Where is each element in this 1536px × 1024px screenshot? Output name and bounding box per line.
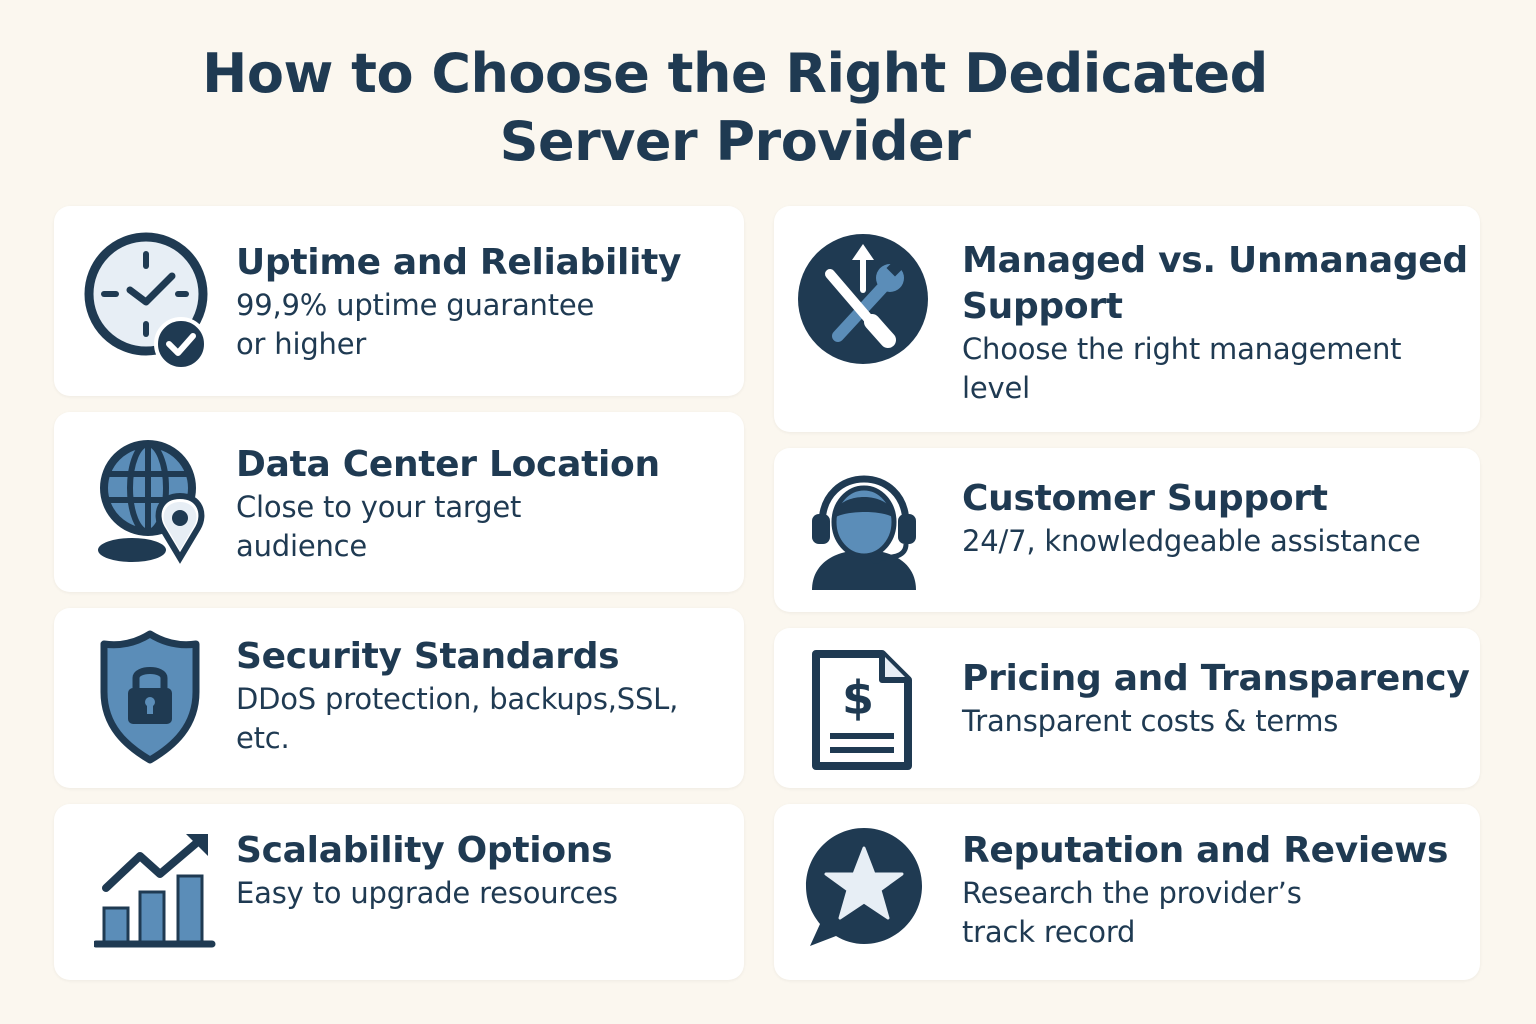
- page-title: How to Choose the Right Dedicated Server…: [0, 40, 1470, 176]
- shield-lock-icon: [98, 630, 202, 764]
- card-description: DDoS protection, backups,SSL,: [236, 682, 679, 716]
- tools-icon: [796, 232, 930, 366]
- card-heading: Uptime and Reliability: [236, 242, 682, 283]
- card-description: Transparent costs & terms: [962, 704, 1339, 738]
- card-data-center: Data Center Location Close to your targe…: [54, 412, 744, 592]
- card-description: 24/7, knowledgeable assistance: [962, 524, 1421, 558]
- card-description: audience: [236, 529, 368, 563]
- card-description: Close to your target: [236, 490, 522, 524]
- card-security: Security Standards DDoS protection, back…: [54, 608, 744, 788]
- card-heading: Scalability Options: [236, 830, 613, 871]
- svg-text:$: $: [842, 671, 874, 725]
- card-heading: Support: [962, 286, 1123, 327]
- card-heading: Pricing and Transparency: [962, 658, 1470, 699]
- card-description: level: [962, 371, 1030, 405]
- card-heading: Customer Support: [962, 478, 1328, 519]
- invoice-dollar-icon: $: [810, 648, 914, 774]
- card-description: Research the provider’s: [962, 876, 1302, 910]
- card-scalability: Scalability Options Easy to upgrade reso…: [54, 804, 744, 980]
- card-description: Easy to upgrade resources: [236, 876, 618, 910]
- card-description: etc.: [236, 721, 290, 755]
- clock-check-icon: [82, 232, 212, 372]
- title-line-2: Server Provider: [499, 110, 971, 173]
- card-heading: Reputation and Reviews: [962, 830, 1449, 871]
- card-pricing: $ Pricing and Transparency Transparent c…: [774, 628, 1480, 788]
- growth-chart-icon: [92, 830, 218, 952]
- card-heading: Security Standards: [236, 636, 620, 677]
- card-managed-support: Managed vs. Unmanaged Support Choose the…: [774, 206, 1480, 432]
- card-description: or higher: [236, 327, 367, 361]
- globe-location-icon: [94, 436, 214, 566]
- card-heading: Managed vs. Unmanaged: [962, 240, 1468, 281]
- card-customer-support: Customer Support 24/7, knowledgeable ass…: [774, 448, 1480, 612]
- card-reputation: Reputation and Reviews Research the prov…: [774, 804, 1480, 980]
- headset-agent-icon: [806, 470, 922, 592]
- card-description: Choose the right management: [962, 332, 1402, 366]
- card-description: 99,9% uptime guarantee: [236, 288, 595, 322]
- card-uptime: Uptime and Reliability 99,9% uptime guar…: [54, 206, 744, 396]
- card-description: track record: [962, 915, 1136, 949]
- card-heading: Data Center Location: [236, 444, 660, 485]
- star-review-icon: [802, 824, 926, 948]
- title-line-1: How to Choose the Right Dedicated: [202, 42, 1268, 105]
